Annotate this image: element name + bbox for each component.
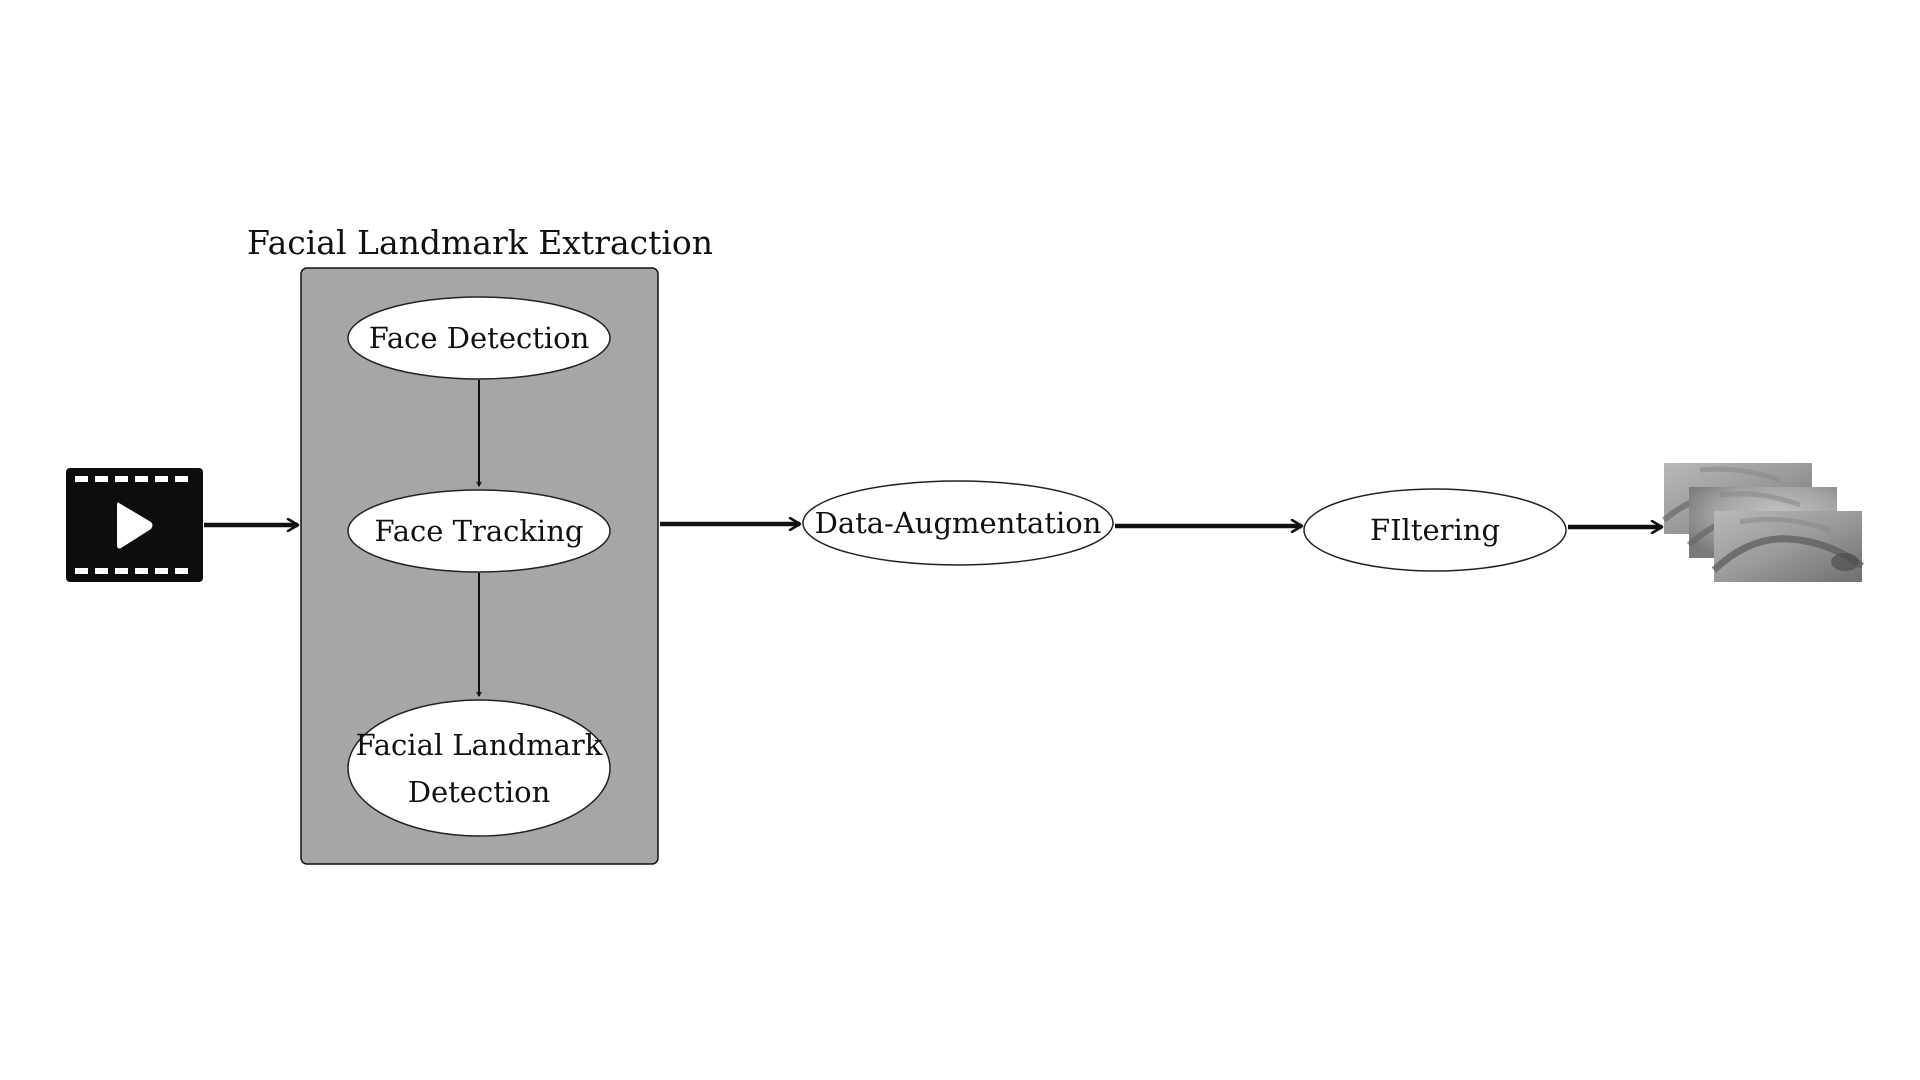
node-face-tracking: Face Tracking — [347, 489, 611, 573]
face-crop-stack-icon — [1662, 463, 1865, 582]
node-data-augmentation-label: Data-Augmentation — [815, 506, 1102, 540]
node-facial-landmark-detection: Facial Landmark Detection — [347, 699, 611, 837]
group-title: Facial Landmark Extraction — [247, 223, 713, 262]
node-facial-landmark-detection-label-line1: Facial Landmark — [356, 728, 603, 762]
node-face-detection: Face Detection — [347, 296, 611, 380]
node-facial-landmark-detection-label-line2: Detection — [408, 775, 551, 809]
node-data-augmentation: Data-Augmentation — [802, 480, 1114, 566]
node-filtering-label: FIltering — [1370, 513, 1500, 547]
video-play-icon — [66, 468, 203, 582]
node-face-detection-label: Face Detection — [369, 321, 590, 355]
face-crop-3 — [1711, 511, 1865, 582]
node-face-tracking-label: Face Tracking — [375, 514, 584, 548]
node-filtering: FIltering — [1303, 488, 1567, 572]
